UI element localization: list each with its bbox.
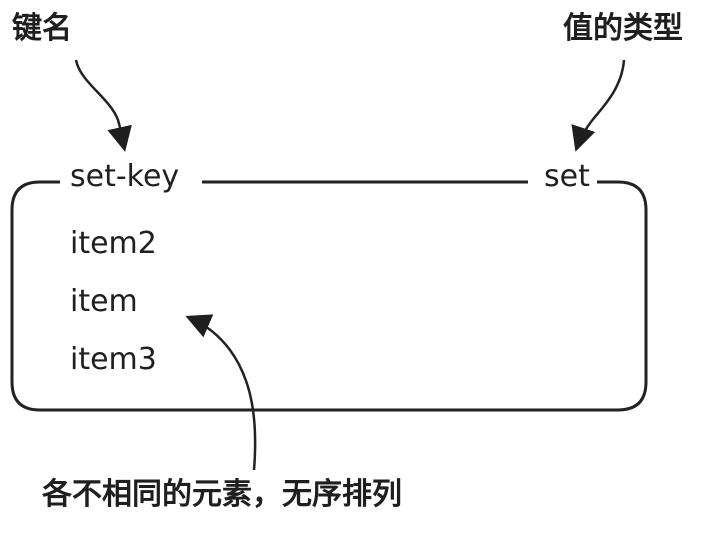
set-member-item: item3 [70, 342, 157, 377]
key-name-label: 键名 [12, 11, 72, 46]
set-member-item: item2 [70, 226, 157, 261]
members-note-arrow [185, 314, 257, 471]
value-type-label: 值的类型 [563, 11, 683, 46]
key-name-arrow [74, 59, 132, 152]
members-note-label: 各不相同的元素，无序排列 [42, 477, 402, 512]
value-type-arrow [571, 59, 626, 152]
set-box-outline [10, 180, 648, 412]
set-key-label: set-key [70, 159, 180, 194]
set-member-item: item [70, 284, 138, 319]
set-type-label: set [544, 159, 590, 194]
